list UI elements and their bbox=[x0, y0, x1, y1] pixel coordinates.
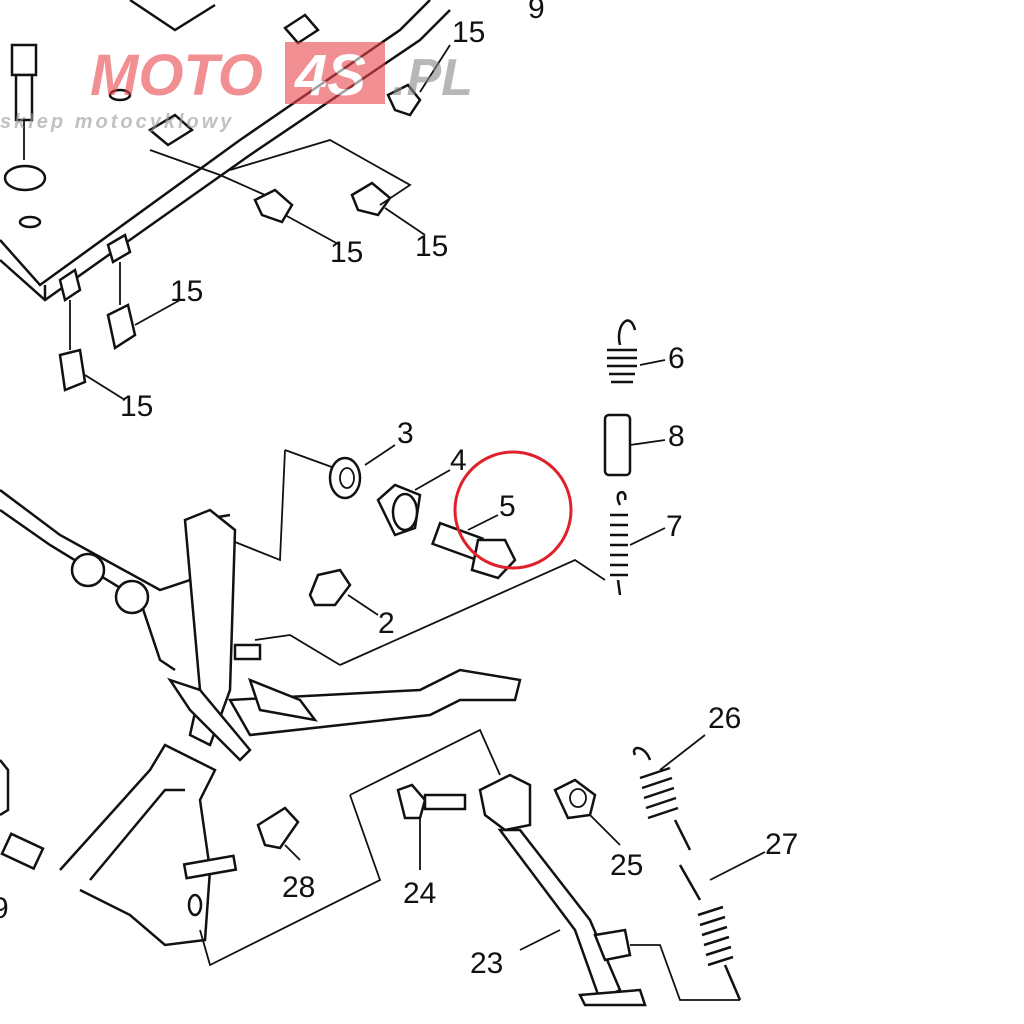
label-part-23[interactable]: 23 bbox=[470, 947, 503, 980]
label-part-7[interactable]: 7 bbox=[666, 510, 683, 543]
bolt-top-left bbox=[10, 43, 38, 160]
clip-nuts bbox=[58, 44, 451, 401]
label-part-3[interactable]: 3 bbox=[397, 417, 414, 450]
label-part-24[interactable]: 24 bbox=[403, 877, 436, 910]
label-part-4[interactable]: 4 bbox=[450, 444, 467, 477]
label-part-8[interactable]: 8 bbox=[668, 420, 685, 453]
springs-bottom bbox=[632, 734, 766, 1001]
frame-plate bbox=[0, 0, 451, 303]
lower-frame bbox=[0, 743, 217, 947]
label-part-25[interactable]: 25 bbox=[610, 849, 643, 882]
label-part-5[interactable]: 5 bbox=[499, 490, 516, 523]
label-part-15[interactable]: 15 bbox=[120, 390, 153, 423]
label-part-6[interactable]: 6 bbox=[668, 342, 685, 375]
stand-bracket bbox=[0, 489, 522, 762]
label-part-26[interactable]: 26 bbox=[708, 702, 741, 735]
label-part-15[interactable]: 15 bbox=[452, 16, 485, 49]
guide-lines bbox=[149, 139, 740, 1001]
watermark-brand-box: 4S bbox=[294, 43, 366, 108]
label-part-15[interactable]: 15 bbox=[415, 230, 448, 263]
springs-top bbox=[603, 319, 666, 596]
label-part-2[interactable]: 2 bbox=[378, 607, 395, 640]
watermark-tagline: sklep motocyklowy bbox=[0, 111, 234, 133]
label-part-15[interactable]: 15 bbox=[330, 236, 363, 269]
label-part-15[interactable]: 15 bbox=[170, 275, 203, 308]
watermark-logo: MOTO 4S .PL sklep motocyklowy bbox=[0, 42, 473, 133]
label-part-28[interactable]: 28 bbox=[282, 871, 315, 904]
label-part-9[interactable]: 9 bbox=[0, 892, 9, 925]
small-parts bbox=[308, 444, 517, 616]
label-part-27[interactable]: 27 bbox=[765, 828, 798, 861]
watermark-brand-left: MOTO bbox=[90, 43, 263, 108]
label-part-9[interactable]: 9 bbox=[528, 0, 545, 25]
side-stand-parts bbox=[182, 773, 647, 1007]
highlight-circle bbox=[453, 450, 573, 570]
callout-labels: 9 15 15 15 15 15 6 8 7 3 4 5 2 26 27 25 … bbox=[0, 0, 798, 980]
watermark-brand-right: .PL bbox=[392, 49, 473, 107]
